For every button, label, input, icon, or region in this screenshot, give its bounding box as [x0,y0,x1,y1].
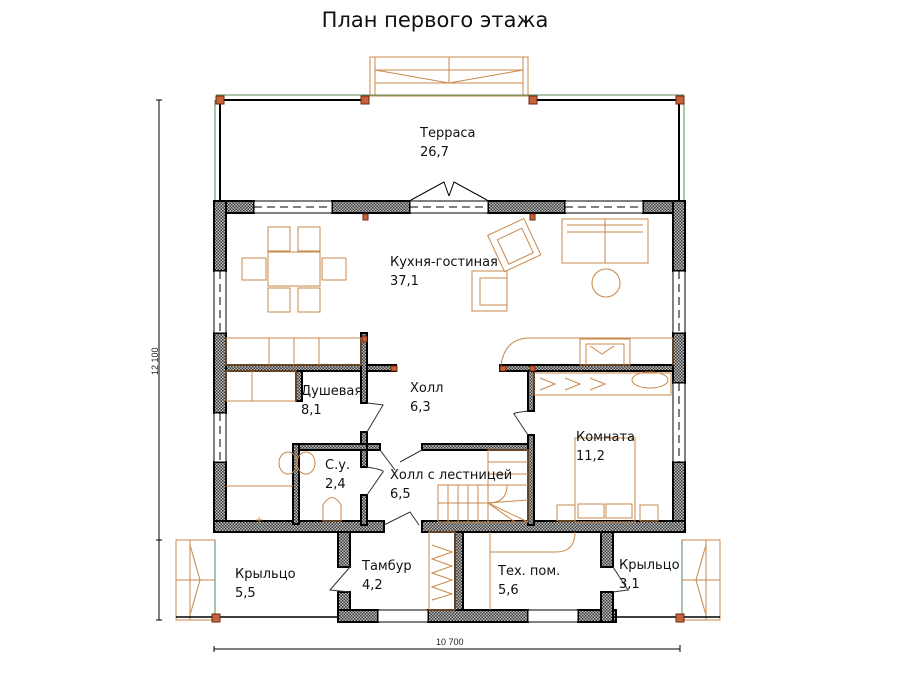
room-name: Комната [576,430,635,445]
dimension-width-label: 10 700 [436,637,464,647]
room-name: Крыльцо [235,567,296,582]
armchair [471,217,542,312]
dimension-vertical [156,99,162,621]
terrace-columns [215,95,685,105]
bedroom-furniture [533,371,672,523]
terrace-door [410,181,488,201]
room-area: 26,7 [420,145,449,160]
room-label-hall: Холл 6,3 [410,379,443,417]
staircase-lower [428,531,456,611]
room-name: Холл с лестницей [390,468,513,483]
utility-fixture [489,531,576,610]
page-title: План первого этажа [321,8,549,32]
room-area: 11,2 [576,449,605,464]
room-name: Душевая [301,384,363,399]
staircase [428,449,529,611]
room-area: 4,2 [362,578,383,593]
room-label-vestibule: Тамбур 4,2 [362,557,412,595]
room-label-wc: С.у. 2,4 [325,456,350,494]
porch-right [613,539,721,623]
porch-left [175,539,338,623]
room-label-terrace: Терраса 26,7 [420,124,476,162]
room-area: 2,4 [325,477,346,492]
room-label-room: Комната 11,2 [576,428,635,466]
windows [213,200,686,623]
shower-fixtures: + [225,370,316,526]
room-area: 5,6 [498,583,519,598]
room-label-utility: Тех. пом. 5,6 [498,562,560,600]
sofa [561,218,649,264]
kitchen-counter-right [500,337,674,366]
room-label-kitchen-living: Кухня-гостиная 37,1 [390,253,498,291]
room-area: 37,1 [390,274,419,289]
room-area: 3,1 [619,577,640,592]
room-name: Тамбур [362,559,412,574]
kitchen-counter-left [225,337,362,366]
room-label-porch-left: Крыльцо 5,5 [235,565,296,603]
room-area: 6,5 [390,487,411,502]
room-name: Холл [410,381,444,396]
svg-text:+: + [255,515,263,526]
room-area: 6,3 [410,400,431,415]
interior-columns [361,213,536,372]
dimension-height-label: 12 100 [150,347,160,375]
room-name: Кухня-гостиная [390,255,498,270]
room-name: Тех. пом. [498,564,561,579]
room-label-stair-hall: Холл с лестницей 6,5 [390,466,512,504]
dimension-horizontal [213,645,681,652]
coffee-table [591,268,621,298]
toilet [322,497,342,522]
room-name: Терраса [420,126,476,141]
terrace-railing [214,94,685,200]
room-label-shower: Душевая 8,1 [301,382,362,420]
room-area: 5,5 [235,586,256,601]
dining-set [241,226,347,313]
room-label-porch-right: Крыльцо 3,1 [619,556,680,594]
room-area: 8,1 [301,403,322,418]
room-name: Крыльцо [619,558,680,573]
room-name: С.у. [325,458,351,473]
interior-doors [328,402,629,593]
terrace-steps [369,56,529,97]
